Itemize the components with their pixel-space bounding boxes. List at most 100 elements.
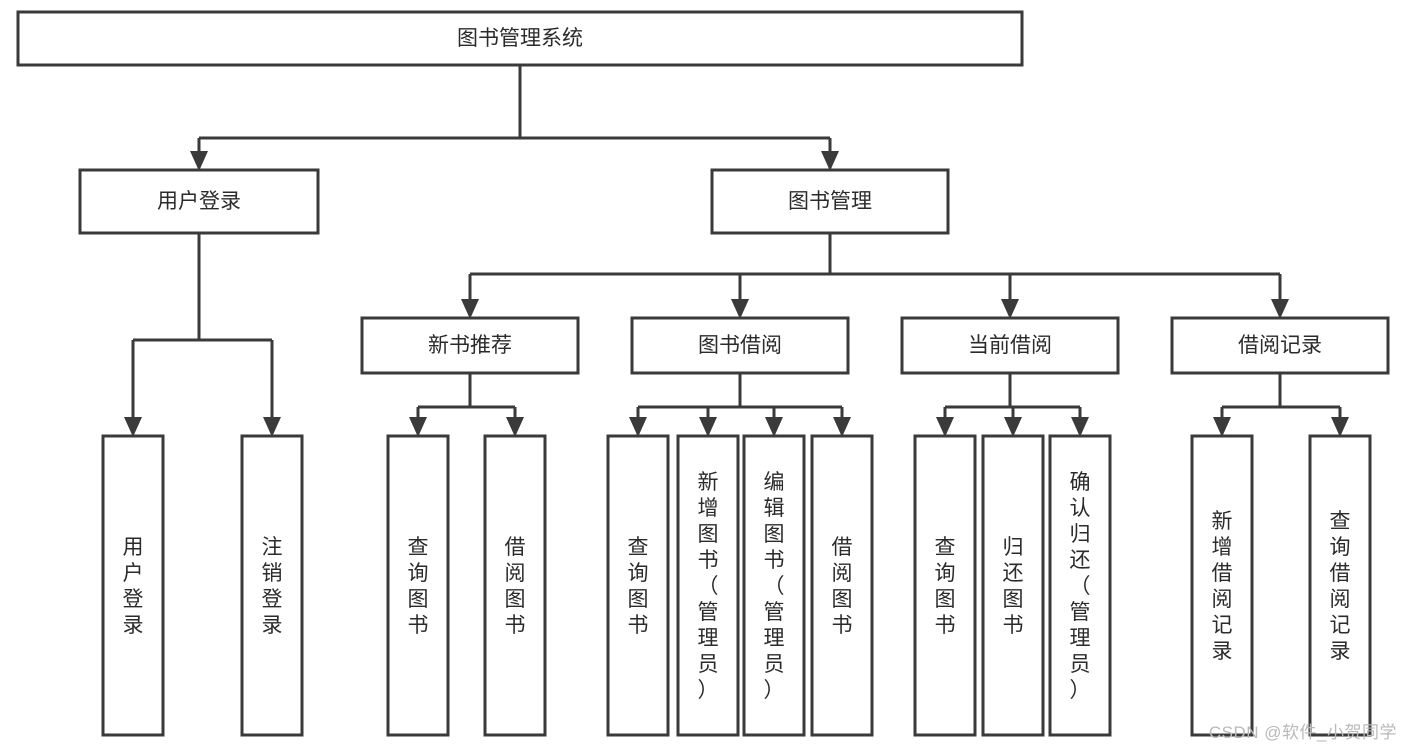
svg-text:图: 图 xyxy=(832,588,853,611)
node-borrow-record[interactable]: 借阅记录 xyxy=(1170,316,1390,375)
arrow-head-icon xyxy=(821,151,839,171)
arrow-head-icon xyxy=(1004,417,1022,437)
svg-text:阅: 阅 xyxy=(1330,588,1351,611)
svg-text:）: ） xyxy=(1070,679,1091,702)
svg-text:查: 查 xyxy=(1330,510,1351,533)
arrow-head-icon xyxy=(124,417,142,437)
svg-text:询: 询 xyxy=(628,562,649,585)
svg-text:编: 编 xyxy=(764,471,785,494)
svg-text:（: （ xyxy=(698,575,719,598)
node-label: 图书管理 xyxy=(788,190,872,213)
arrow-head-icon xyxy=(263,417,281,437)
svg-text:户: 户 xyxy=(123,562,144,585)
node-leaf-user-login[interactable]: 用户登录 xyxy=(101,434,165,737)
svg-text:管: 管 xyxy=(764,601,785,624)
node-label: 借阅记录 xyxy=(1238,334,1322,357)
node-label: 当前借阅 xyxy=(968,334,1052,357)
arrow-head-icon xyxy=(1213,417,1231,437)
svg-text:书: 书 xyxy=(764,549,785,572)
node-label: 用户登录 xyxy=(123,536,144,637)
arrow-head-icon xyxy=(1271,299,1289,319)
svg-text:）: ） xyxy=(698,679,719,702)
svg-text:管: 管 xyxy=(1070,601,1091,624)
svg-text:借: 借 xyxy=(1212,562,1233,585)
arrow-head-icon xyxy=(461,299,479,319)
node-book-borrow[interactable]: 图书借阅 xyxy=(630,316,850,375)
svg-text:确: 确 xyxy=(1070,471,1091,494)
node-label: 用户登录 xyxy=(157,190,241,213)
svg-text:录: 录 xyxy=(1330,640,1351,663)
svg-text:归: 归 xyxy=(1070,523,1091,546)
svg-text:书: 书 xyxy=(1003,614,1024,637)
svg-text:查: 查 xyxy=(628,536,649,559)
svg-text:借: 借 xyxy=(1330,562,1351,585)
arrow-head-icon xyxy=(506,417,524,437)
svg-text:理: 理 xyxy=(764,627,785,650)
svg-text:书: 书 xyxy=(408,614,429,637)
svg-text:阅: 阅 xyxy=(832,562,853,585)
node-label: 图书管理系统 xyxy=(457,27,583,50)
node-current-borrow[interactable]: 当前借阅 xyxy=(900,316,1120,375)
arrow-head-icon xyxy=(765,417,783,437)
svg-text:管: 管 xyxy=(698,601,719,624)
svg-text:阅: 阅 xyxy=(1212,588,1233,611)
svg-text:查: 查 xyxy=(935,536,956,559)
svg-text:新: 新 xyxy=(1212,510,1233,533)
svg-text:理: 理 xyxy=(1070,627,1091,650)
svg-text:登: 登 xyxy=(123,588,144,611)
svg-text:借: 借 xyxy=(832,536,853,559)
node-new-book-rec[interactable]: 新书推荐 xyxy=(360,316,580,375)
svg-text:录: 录 xyxy=(123,614,144,637)
svg-text:询: 询 xyxy=(935,562,956,585)
svg-text:（: （ xyxy=(1070,575,1091,598)
svg-text:记: 记 xyxy=(1330,614,1351,637)
node-book-manage[interactable]: 图书管理 xyxy=(710,168,950,235)
svg-text:书: 书 xyxy=(698,549,719,572)
svg-text:还: 还 xyxy=(1003,562,1024,585)
svg-text:辑: 辑 xyxy=(764,497,785,520)
svg-text:图: 图 xyxy=(628,588,649,611)
svg-text:理: 理 xyxy=(698,627,719,650)
connector-lines-layer xyxy=(124,65,1349,437)
svg-text:登: 登 xyxy=(262,588,283,611)
svg-text:书: 书 xyxy=(935,614,956,637)
node-label: 新书推荐 xyxy=(428,334,512,357)
arrow-head-icon xyxy=(731,299,749,319)
svg-text:图: 图 xyxy=(764,523,785,546)
svg-text:认: 认 xyxy=(1070,497,1091,520)
node-root-root[interactable]: 图书管理系统 xyxy=(16,10,1024,67)
svg-text:图: 图 xyxy=(1003,588,1024,611)
svg-text:图: 图 xyxy=(698,523,719,546)
svg-text:图: 图 xyxy=(505,588,526,611)
svg-text:新: 新 xyxy=(698,471,719,494)
svg-text:注: 注 xyxy=(262,536,283,559)
node-label: 图书借阅 xyxy=(698,334,782,357)
node-user-login[interactable]: 用户登录 xyxy=(78,168,320,235)
arrow-head-icon xyxy=(1071,417,1089,437)
svg-text:员: 员 xyxy=(1070,653,1091,676)
node-boxes-layer: 图书管理系统用户登录图书管理新书推荐图书借阅当前借阅借阅记录用户登录注销登录查询… xyxy=(16,10,1390,737)
svg-text:增: 增 xyxy=(698,497,719,520)
svg-text:图: 图 xyxy=(935,588,956,611)
svg-text:增: 增 xyxy=(1212,536,1233,559)
